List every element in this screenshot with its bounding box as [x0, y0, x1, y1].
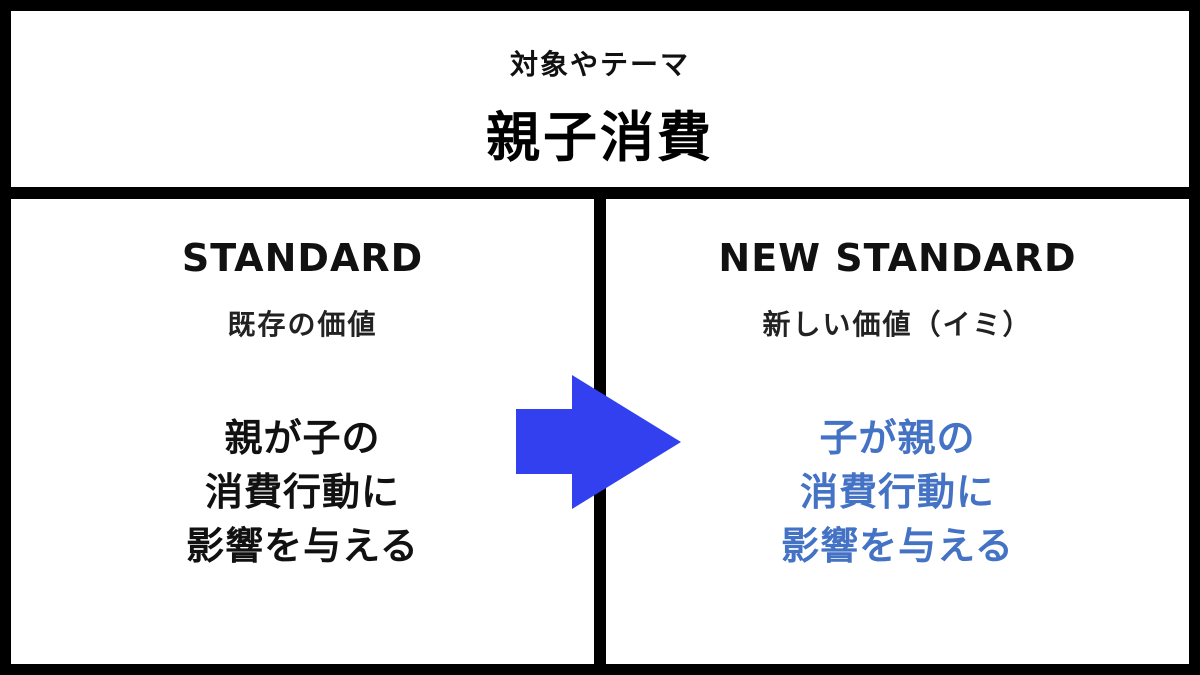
new-standard-panel: NEW STANDARD 新しい価値（イミ） 子が親の 消費行動に 影響を与える: [606, 199, 1189, 664]
new-standard-description-line-3: 影響を与える: [781, 524, 1014, 568]
standard-description: 親が子の 消費行動に 影響を与える: [11, 411, 594, 573]
standard-description-line-3: 影響を与える: [186, 524, 419, 568]
standard-description-line-2: 消費行動に: [204, 470, 400, 514]
standard-description-line-1: 親が子の: [224, 416, 381, 460]
new-standard-subheading: 新しい価値（イミ）: [762, 308, 1033, 341]
standard-panel: STANDARD 既存の価値 親が子の 消費行動に 影響を与える: [11, 199, 594, 664]
standard-heading: STANDARD: [181, 236, 424, 280]
theme-panel: 対象やテーマ 親子消費: [11, 11, 1189, 187]
new-standard-description-line-1: 子が親の: [819, 416, 976, 460]
standard-subheading: 既存の価値: [227, 308, 378, 341]
new-standard-description-line-2: 消費行動に: [799, 470, 995, 514]
new-standard-description: 子が親の 消費行動に 影響を与える: [606, 411, 1189, 573]
new-standard-heading: NEW STANDARD: [718, 236, 1077, 280]
theme-title: 親子消費: [486, 106, 714, 169]
theme-label: 対象やテーマ: [509, 48, 690, 81]
